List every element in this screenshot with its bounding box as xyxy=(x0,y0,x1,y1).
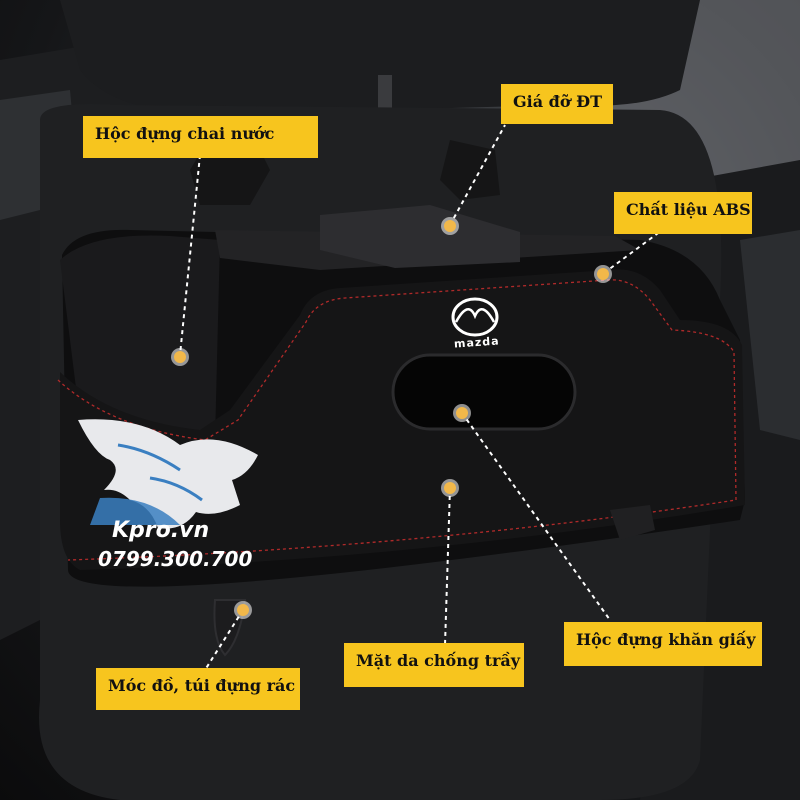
shop-name: Kpro.vn xyxy=(112,518,210,543)
label-material: Chất liệu ABS xyxy=(614,192,752,234)
label-phone-holder: Giá đỡ ĐT xyxy=(501,84,613,124)
label-leather-surface: Mặt da chống trầy xyxy=(344,643,524,687)
callout-dot-hook xyxy=(237,604,249,616)
label-tissue-box: Hộc đựng khăn giấy xyxy=(564,622,762,666)
callout-dot-material xyxy=(597,268,609,280)
callout-dot-bottle xyxy=(174,351,186,363)
mazda-logo-icon xyxy=(451,297,499,337)
shop-phone: 0799.300.700 xyxy=(98,547,253,571)
callout-dot-tissue xyxy=(456,407,468,419)
kpro-dragon-logo-icon xyxy=(78,419,258,529)
label-hooks: Móc đồ, túi đựng rác xyxy=(96,668,300,710)
callout-dot-leather xyxy=(444,482,456,494)
callout-dot-phone xyxy=(444,220,456,232)
label-bottle-holder: Hộc đựng chai nước xyxy=(83,116,318,158)
leader-lines xyxy=(179,124,666,671)
